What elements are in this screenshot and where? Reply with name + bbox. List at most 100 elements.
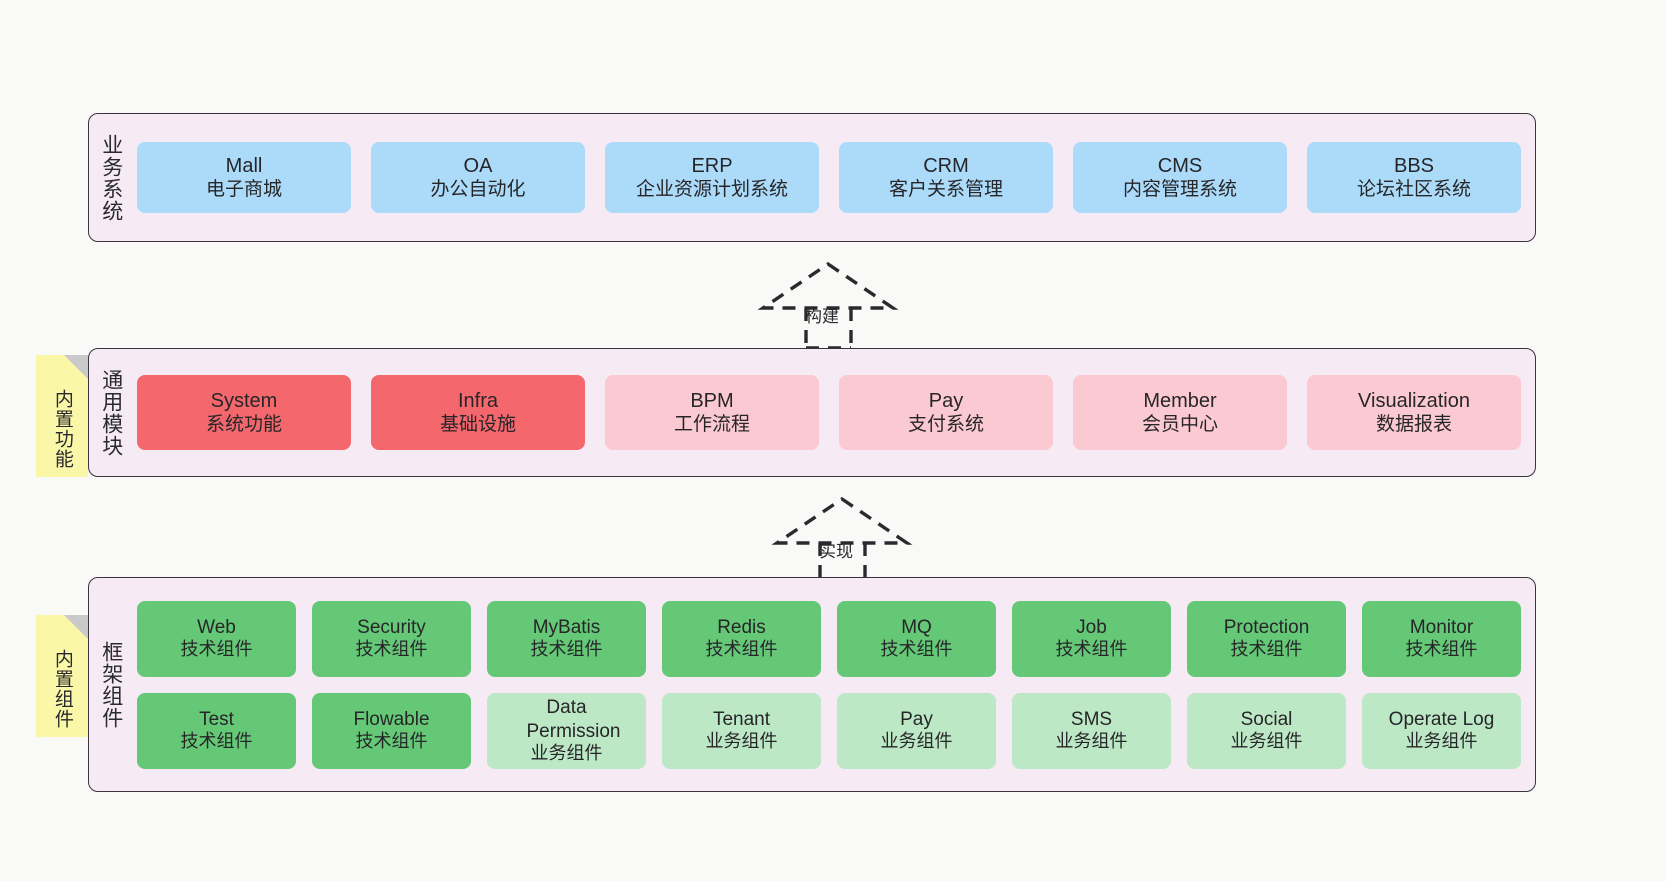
card-monitor[interactable]: Monitor 技术组件 [1362, 600, 1521, 677]
card-protection[interactable]: Protection 技术组件 [1187, 600, 1346, 677]
card-member[interactable]: Member 会员中心 [1073, 375, 1287, 450]
note-label: 内置组件 [51, 649, 73, 729]
card-title: Job [1076, 616, 1107, 638]
card-title: OA [463, 154, 493, 177]
card-subtitle: 数据报表 [1375, 414, 1452, 436]
card-sms[interactable]: SMS 业务组件 [1012, 692, 1171, 769]
card-subtitle: 业务组件 [1405, 731, 1478, 752]
card-subtitle: 技术组件 [180, 731, 253, 752]
card-subtitle: 支付系统 [907, 414, 984, 436]
card-subtitle: 技术组件 [180, 639, 253, 660]
card-pay-component[interactable]: Pay 业务组件 [837, 692, 996, 769]
card-mall[interactable]: Mall 电子商城 [137, 142, 351, 213]
layer-framework-component: 框架组件 Web 技术组件 Security 技术组件 MyBatis 技术组件 [88, 577, 1536, 792]
card-subtitle: 电子商城 [205, 179, 282, 201]
rows-wrap-business-system: Mall 电子商城 OA 办公自动化 ERP 企业资源计划系统 CRM 客户关系… [137, 124, 1521, 231]
layer-title-business-system: 业务系统 [99, 133, 123, 222]
card-title: Tenant [712, 708, 771, 730]
card-title: BPM [690, 389, 734, 412]
card-pay[interactable]: Pay 支付系统 [839, 375, 1053, 450]
card-subtitle: 技术组件 [530, 639, 603, 660]
layer-body-common-module: System 系统功能 Infra 基础设施 BPM 工作流程 Pay 支付系统 [133, 349, 1535, 476]
card-subtitle: 业务组件 [705, 731, 778, 752]
card-subtitle: 业务组件 [1230, 731, 1303, 752]
card-row: Mall 电子商城 OA 办公自动化 ERP 企业资源计划系统 CRM 客户关系… [137, 142, 1521, 213]
note-builtin-component: 内置组件 [36, 615, 88, 737]
card-title: Flowable [353, 708, 430, 730]
card-title: Pay [900, 708, 933, 730]
card-system[interactable]: System 系统功能 [137, 375, 351, 450]
note-fold-corner [64, 615, 88, 639]
card-subtitle: 会员中心 [1141, 414, 1218, 436]
card-title: CMS [1157, 154, 1203, 177]
note-label: 内置功能 [51, 389, 73, 469]
note-fold-corner [64, 355, 88, 379]
card-mq[interactable]: MQ 技术组件 [837, 600, 996, 677]
card-security[interactable]: Security 技术组件 [312, 600, 471, 677]
card-title: Member [1143, 389, 1217, 412]
card-title: Security [357, 616, 426, 638]
card-cms[interactable]: CMS 内容管理系统 [1073, 142, 1287, 213]
card-title: BBS [1393, 154, 1435, 177]
card-title: MyBatis [532, 616, 601, 638]
card-subtitle: 业务组件 [530, 742, 603, 763]
card-erp[interactable]: ERP 企业资源计划系统 [605, 142, 819, 213]
layer-common-module: 通用模块 System 系统功能 Infra 基础设施 BPM 工作流程 [88, 348, 1536, 477]
note-builtin-function: 内置功能 [36, 355, 88, 477]
card-social[interactable]: Social 业务组件 [1187, 692, 1346, 769]
card-title: Mall [225, 154, 263, 177]
card-subtitle: 技术组件 [1405, 639, 1478, 660]
card-bpm[interactable]: BPM 工作流程 [605, 375, 819, 450]
card-title: Visualization [1358, 389, 1470, 412]
connector-implement: 实现 [771, 493, 913, 585]
card-subtitle: 办公自动化 [430, 179, 526, 201]
card-infra[interactable]: Infra 基础设施 [371, 375, 585, 450]
card-title: Operate Log [1388, 708, 1495, 730]
layer-body-business-system: Mall 电子商城 OA 办公自动化 ERP 企业资源计划系统 CRM 客户关系… [133, 114, 1535, 241]
card-mybatis[interactable]: MyBatis 技术组件 [487, 600, 646, 677]
card-data-permission[interactable]: Data Permission 业务组件 [487, 692, 646, 769]
card-subtitle: 技术组件 [880, 639, 953, 660]
card-visualization[interactable]: Visualization 数据报表 [1307, 375, 1521, 450]
card-subtitle: 基础设施 [439, 414, 516, 436]
card-title: SMS [1070, 708, 1113, 730]
card-row: System 系统功能 Infra 基础设施 BPM 工作流程 Pay 支付系统 [137, 375, 1521, 450]
layer-title-framework-component: 框架组件 [99, 640, 123, 729]
card-bbs[interactable]: BBS 论坛社区系统 [1307, 142, 1521, 213]
card-redis[interactable]: Redis 技术组件 [662, 600, 821, 677]
rows-wrap-framework-component: Web 技术组件 Security 技术组件 MyBatis 技术组件 Redi… [137, 588, 1521, 781]
card-tenant[interactable]: Tenant 业务组件 [662, 692, 821, 769]
card-subtitle: 系统功能 [205, 414, 282, 436]
card-subtitle: 技术组件 [1230, 639, 1303, 660]
card-title: Infra [457, 389, 499, 412]
card-job[interactable]: Job 技术组件 [1012, 600, 1171, 677]
card-row: Test 技术组件 Flowable 技术组件 Data Permission … [137, 692, 1521, 769]
card-subtitle: 论坛社区系统 [1356, 179, 1471, 201]
card-title: Social [1240, 708, 1293, 730]
card-test[interactable]: Test 技术组件 [137, 692, 296, 769]
card-title: Data Permission [526, 697, 621, 742]
card-flowable[interactable]: Flowable 技术组件 [312, 692, 471, 769]
card-title: Protection [1223, 616, 1310, 638]
rows-wrap-common-module: System 系统功能 Infra 基础设施 BPM 工作流程 Pay 支付系统 [137, 359, 1521, 466]
card-web[interactable]: Web 技术组件 [137, 600, 296, 677]
card-oa[interactable]: OA 办公自动化 [371, 142, 585, 213]
card-title: System [210, 389, 278, 412]
card-crm[interactable]: CRM 客户关系管理 [839, 142, 1053, 213]
card-row: Web 技术组件 Security 技术组件 MyBatis 技术组件 Redi… [137, 600, 1521, 677]
card-title: Test [199, 708, 234, 730]
connector-build: 构建 [757, 258, 899, 350]
layer-body-framework-component: Web 技术组件 Security 技术组件 MyBatis 技术组件 Redi… [133, 578, 1535, 791]
card-operate-log[interactable]: Operate Log 业务组件 [1362, 692, 1521, 769]
card-subtitle: 客户关系管理 [888, 179, 1003, 201]
card-subtitle: 技术组件 [355, 639, 428, 660]
card-subtitle: 技术组件 [355, 731, 428, 752]
layer-business-system: 业务系统 Mall 电子商城 OA 办公自动化 ERP 企业资源计划系统 [88, 113, 1536, 242]
card-subtitle: 工作流程 [673, 414, 750, 436]
connector-build-label: 构建 [805, 307, 839, 326]
card-title: Pay [928, 389, 964, 412]
card-subtitle: 业务组件 [1055, 731, 1128, 752]
card-title: ERP [691, 154, 733, 177]
card-subtitle: 业务组件 [880, 731, 953, 752]
